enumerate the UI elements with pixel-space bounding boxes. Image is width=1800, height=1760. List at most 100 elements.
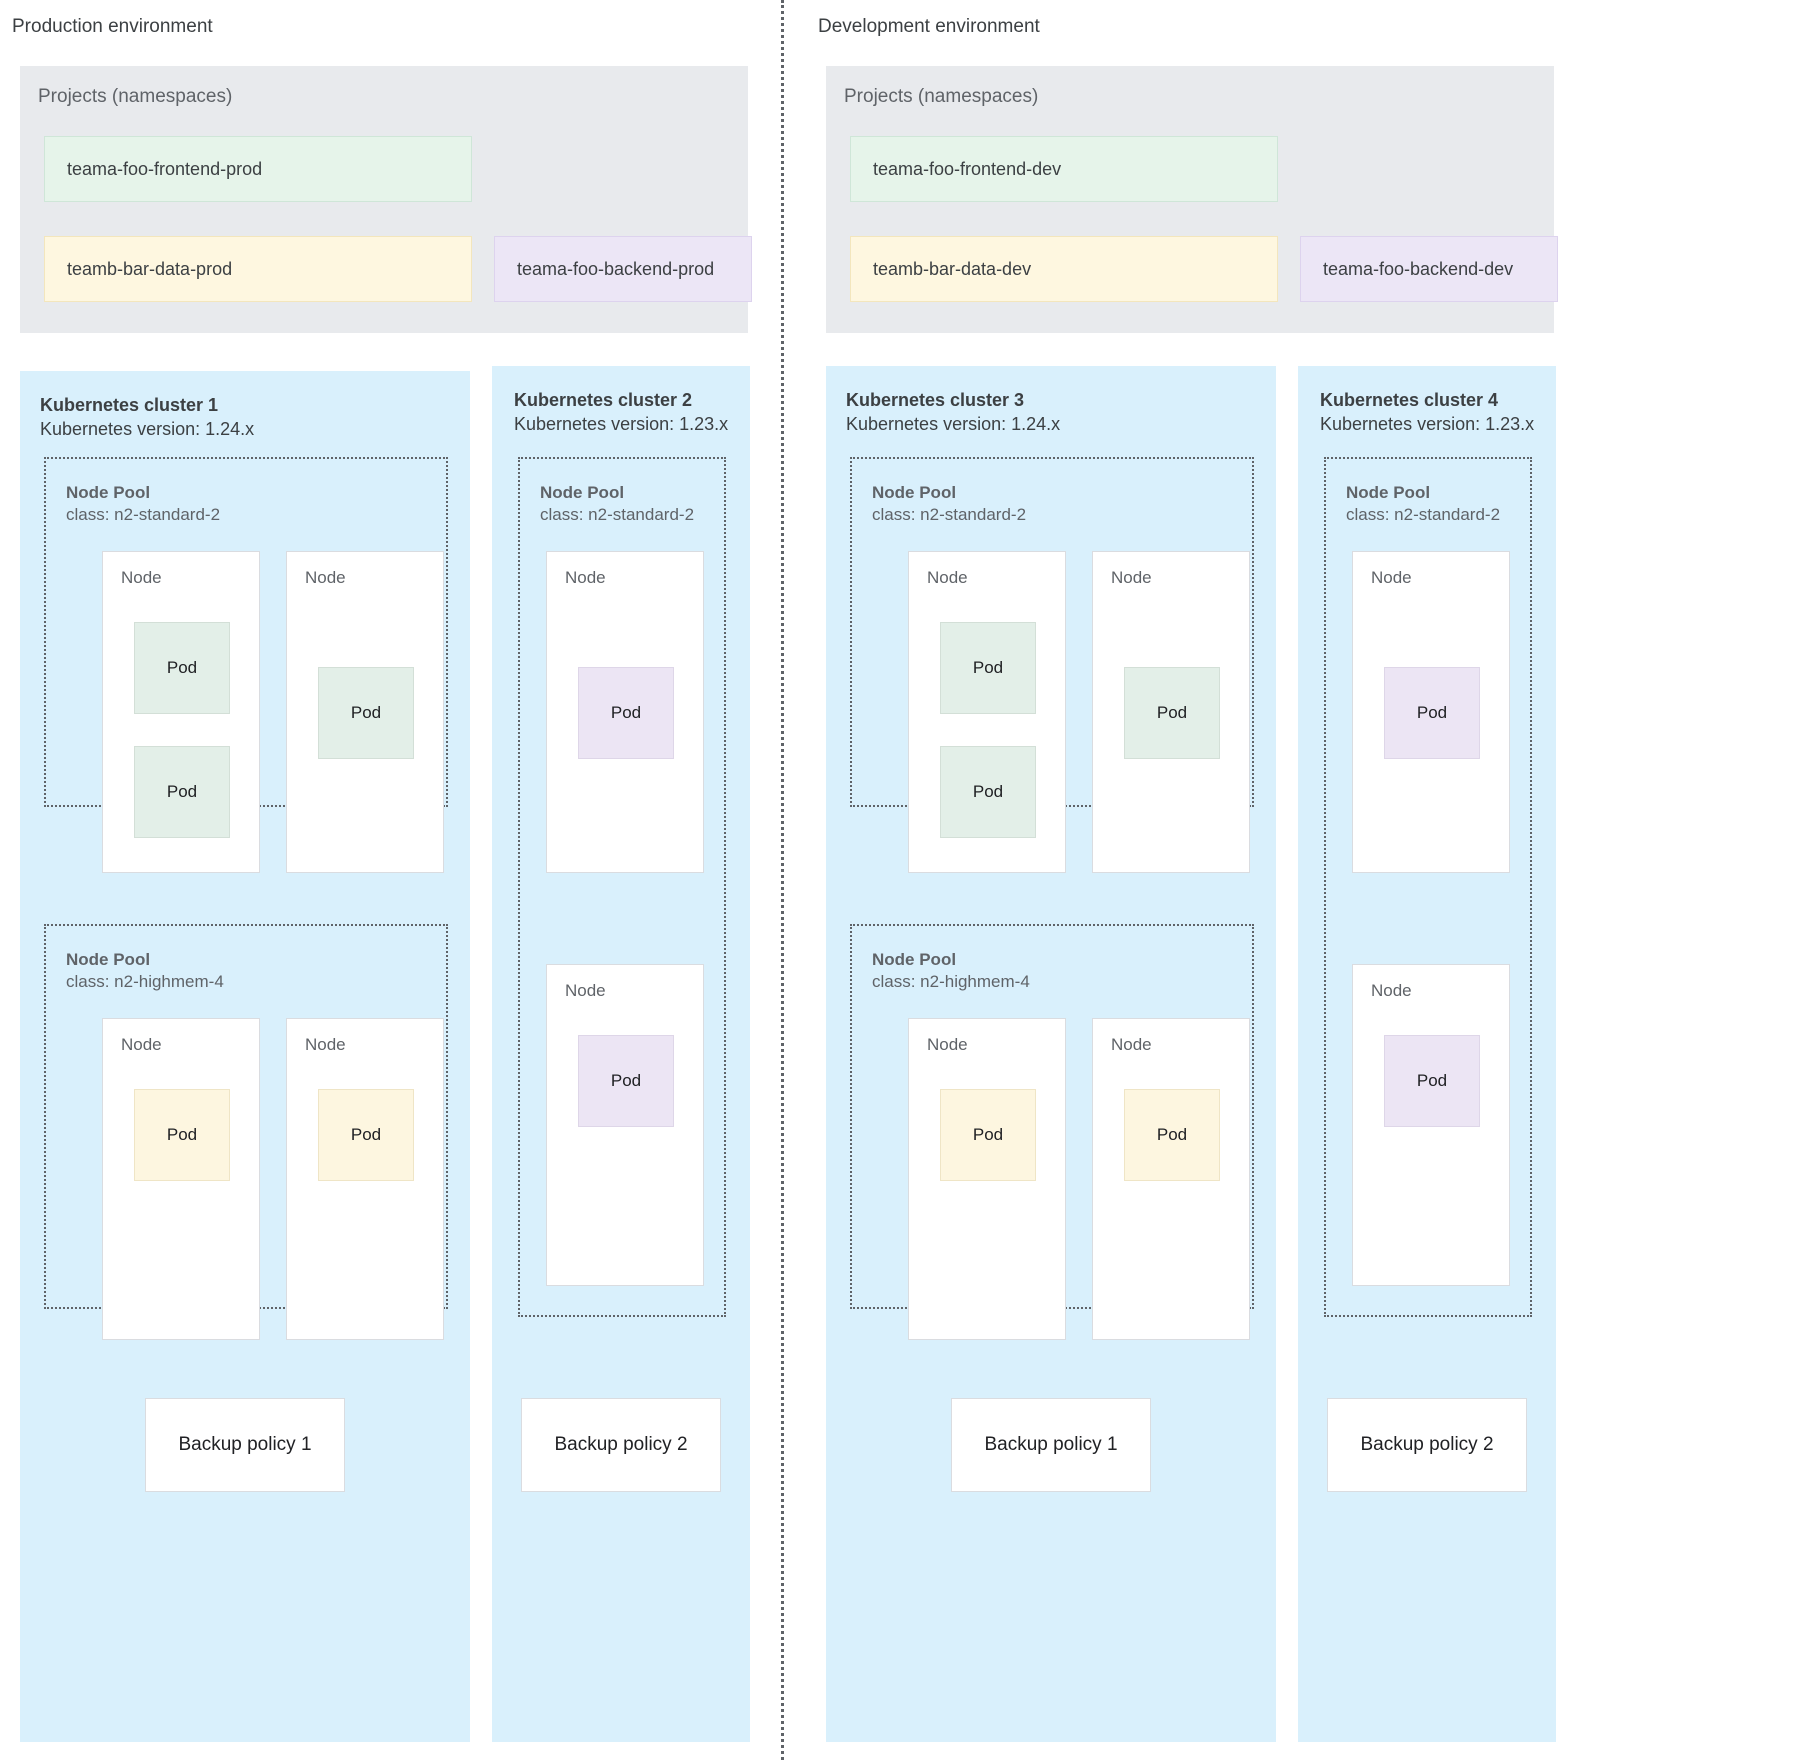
node-pool-class: class: n2-standard-2 bbox=[872, 505, 1027, 524]
pod-label: Pod bbox=[972, 658, 1004, 677]
pod-label: Pod bbox=[1416, 703, 1448, 722]
node-pool-1-highmem: Node Pool class: n2-highmem-4 Node Pod N… bbox=[44, 924, 448, 1340]
node-label: Node bbox=[305, 568, 346, 587]
pod-label: Pod bbox=[166, 658, 198, 677]
node-box: Node Pod Pod bbox=[908, 551, 1066, 873]
environment-divider bbox=[781, 0, 784, 1760]
pod-label: Pod bbox=[610, 1071, 642, 1090]
pod-label: Pod bbox=[972, 782, 1004, 801]
node-pool-title: Node Pool bbox=[66, 483, 151, 502]
node-label: Node bbox=[1371, 568, 1412, 587]
cluster-name-3: Kubernetes cluster 3 bbox=[846, 390, 1025, 410]
node-label: Node bbox=[565, 568, 606, 587]
node-box: Node Pod bbox=[546, 551, 704, 873]
namespace-chip-backend-dev[interactable]: teama-foo-backend-dev bbox=[1300, 236, 1558, 302]
pod-label: Pod bbox=[350, 1125, 382, 1144]
namespace-chip-data-prod[interactable]: teamb-bar-data-prod bbox=[44, 236, 472, 302]
backup-policy-label: Backup policy 2 bbox=[554, 1434, 688, 1455]
node-label: Node bbox=[1111, 1035, 1152, 1054]
node-label: Node bbox=[1371, 981, 1412, 1000]
namespace-label: teama-foo-backend-dev bbox=[1323, 258, 1514, 279]
cluster-panel-3: Kubernetes cluster 3 Kubernetes version:… bbox=[826, 366, 1276, 1742]
pod-box[interactable]: Pod bbox=[1384, 1035, 1480, 1127]
node-pool-title: Node Pool bbox=[540, 483, 625, 502]
namespace-label: teama-foo-backend-prod bbox=[517, 258, 715, 279]
backup-policy-label: Backup policy 1 bbox=[984, 1434, 1118, 1455]
cluster-panel-2: Kubernetes cluster 2 Kubernetes version:… bbox=[492, 366, 750, 1742]
pod-box[interactable]: Pod bbox=[134, 1089, 230, 1181]
node-label: Node bbox=[565, 981, 606, 1000]
pod-box[interactable]: Pod bbox=[134, 622, 230, 714]
node-box: Node Pod bbox=[1352, 551, 1510, 873]
node-pool-class: class: n2-standard-2 bbox=[540, 505, 695, 524]
cluster-name-1: Kubernetes cluster 1 bbox=[40, 395, 219, 415]
node-pool-title: Node Pool bbox=[872, 483, 957, 502]
node-box: Node Pod bbox=[1092, 551, 1250, 873]
cluster-panel-4: Kubernetes cluster 4 Kubernetes version:… bbox=[1298, 366, 1556, 1742]
node-label: Node bbox=[927, 568, 968, 587]
node-box: Node Pod bbox=[908, 1018, 1066, 1340]
cluster-name-2: Kubernetes cluster 2 bbox=[514, 390, 693, 410]
node-box: Node Pod bbox=[546, 964, 704, 1286]
namespace-chip-frontend-dev[interactable]: teama-foo-frontend-dev bbox=[850, 136, 1278, 202]
pod-label: Pod bbox=[972, 1125, 1004, 1144]
pod-box[interactable]: Pod bbox=[940, 1089, 1036, 1181]
node-pool-2-standard: Node Pool class: n2-standard-2 Node Pod … bbox=[518, 457, 726, 1317]
namespace-chip-data-dev[interactable]: teamb-bar-data-dev bbox=[850, 236, 1278, 302]
namespace-chip-frontend-prod[interactable]: teama-foo-frontend-prod bbox=[44, 136, 472, 202]
backup-policy-box[interactable]: Backup policy 1 bbox=[951, 1398, 1151, 1492]
node-pool-title: Node Pool bbox=[1346, 483, 1431, 502]
pod-box[interactable]: Pod bbox=[578, 1035, 674, 1127]
pod-box[interactable]: Pod bbox=[1124, 667, 1220, 759]
cluster-name-4: Kubernetes cluster 4 bbox=[1320, 390, 1499, 410]
namespace-label: teama-foo-frontend-dev bbox=[873, 158, 1062, 179]
namespace-chip-backend-prod[interactable]: teama-foo-backend-prod bbox=[494, 236, 752, 302]
node-box: Node Pod bbox=[286, 1018, 444, 1340]
pod-label: Pod bbox=[1416, 1071, 1448, 1090]
backup-policy-box[interactable]: Backup policy 2 bbox=[521, 1398, 721, 1492]
node-pool-class: class: n2-highmem-4 bbox=[872, 972, 1030, 991]
projects-panel-production: Projects (namespaces) teama-foo-frontend… bbox=[20, 66, 752, 333]
node-pool-class: class: n2-highmem-4 bbox=[66, 972, 224, 991]
environment-title-development: Development environment bbox=[818, 16, 1040, 37]
projects-panel-development: Projects (namespaces) teama-foo-frontend… bbox=[826, 66, 1558, 333]
cluster-version-2: Kubernetes version: 1.23.x bbox=[514, 414, 729, 434]
pod-box[interactable]: Pod bbox=[134, 746, 230, 838]
projects-panel-title: Projects (namespaces) bbox=[844, 86, 1039, 107]
pod-label: Pod bbox=[1156, 1125, 1188, 1144]
pod-box[interactable]: Pod bbox=[578, 667, 674, 759]
node-pool-title: Node Pool bbox=[872, 950, 957, 969]
node-label: Node bbox=[121, 568, 162, 587]
backup-policy-label: Backup policy 1 bbox=[178, 1434, 312, 1455]
pod-box[interactable]: Pod bbox=[318, 1089, 414, 1181]
node-label: Node bbox=[1111, 568, 1152, 587]
pod-box[interactable]: Pod bbox=[1384, 667, 1480, 759]
pod-box[interactable]: Pod bbox=[940, 622, 1036, 714]
node-box: Node Pod Pod bbox=[102, 551, 260, 873]
node-pool-4-standard: Node Pool class: n2-standard-2 Node Pod … bbox=[1324, 457, 1532, 1317]
pod-box[interactable]: Pod bbox=[1124, 1089, 1220, 1181]
node-label: Node bbox=[121, 1035, 162, 1054]
cluster-version-3: Kubernetes version: 1.24.x bbox=[846, 414, 1061, 434]
pod-box[interactable]: Pod bbox=[318, 667, 414, 759]
pod-label: Pod bbox=[166, 782, 198, 801]
pod-label: Pod bbox=[610, 703, 642, 722]
pod-label: Pod bbox=[166, 1125, 198, 1144]
node-box: Node Pod bbox=[1092, 1018, 1250, 1340]
node-pool-3-highmem: Node Pool class: n2-highmem-4 Node Pod N… bbox=[850, 924, 1254, 1340]
node-box: Node Pod bbox=[1352, 964, 1510, 1286]
backup-policy-box[interactable]: Backup policy 1 bbox=[145, 1398, 345, 1492]
namespace-label: teama-foo-frontend-prod bbox=[67, 158, 263, 179]
namespace-label: teamb-bar-data-dev bbox=[873, 258, 1032, 279]
backup-policy-box[interactable]: Backup policy 2 bbox=[1327, 1398, 1527, 1492]
node-pool-class: class: n2-standard-2 bbox=[66, 505, 221, 524]
environment-title-production: Production environment bbox=[12, 16, 213, 37]
pod-label: Pod bbox=[1156, 703, 1188, 722]
pod-box[interactable]: Pod bbox=[940, 746, 1036, 838]
node-label: Node bbox=[927, 1035, 968, 1054]
pod-label: Pod bbox=[350, 703, 382, 722]
namespace-label: teamb-bar-data-prod bbox=[67, 258, 233, 279]
node-box: Node Pod bbox=[102, 1018, 260, 1340]
node-label: Node bbox=[305, 1035, 346, 1054]
